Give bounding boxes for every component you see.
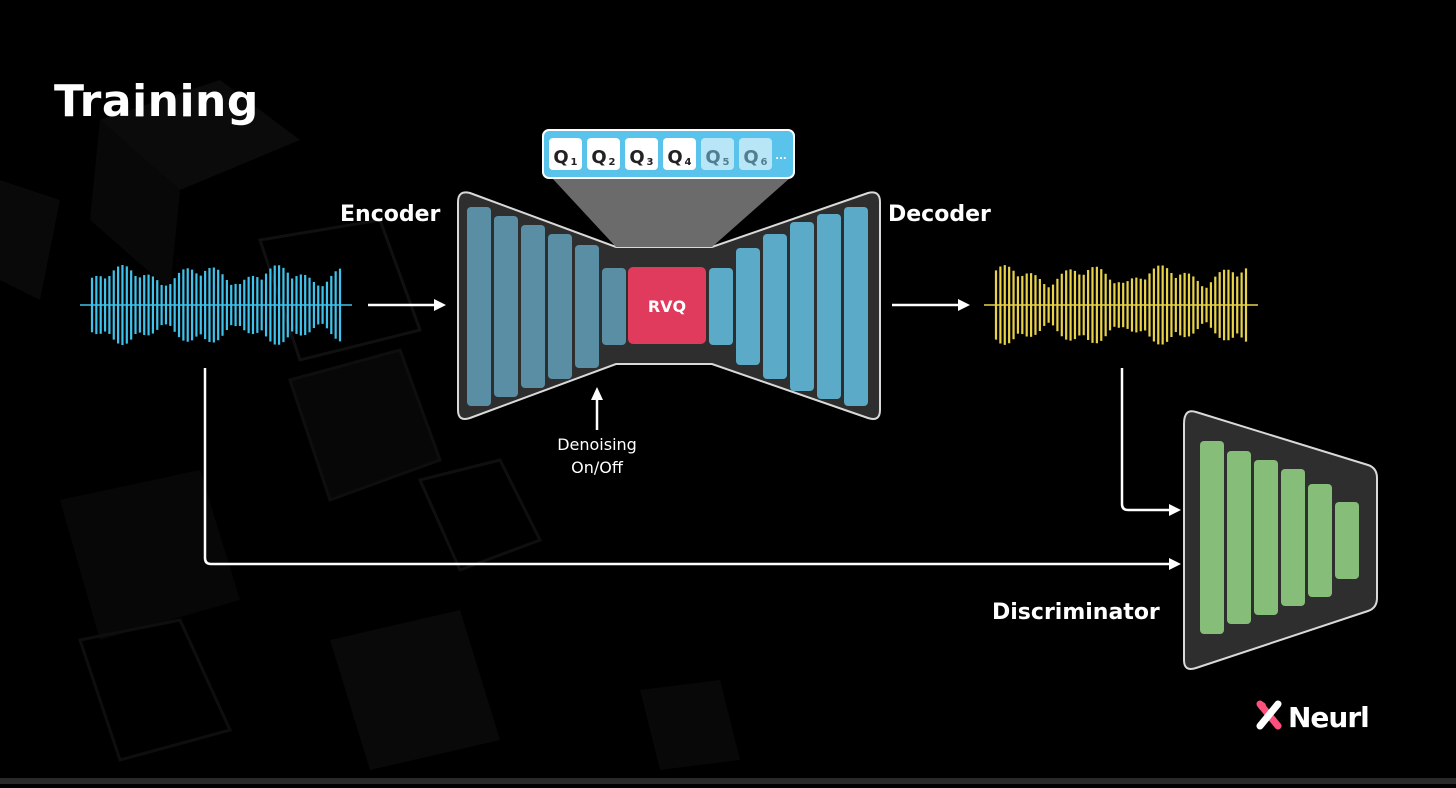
decoder-layer xyxy=(817,214,841,399)
rvq-block xyxy=(628,267,706,344)
arrow-generated-to-discriminator xyxy=(1120,368,1170,512)
codebook-tile xyxy=(701,138,734,170)
codebook-subscript: 4 xyxy=(685,157,692,168)
rvq-label: RVQ xyxy=(648,297,686,316)
arrowhead-real xyxy=(1169,558,1181,570)
codebook-subscript: 2 xyxy=(609,157,616,168)
codebook-tile xyxy=(663,138,696,170)
codebook-letter: Q xyxy=(629,147,644,168)
arrow-real-to-discriminator xyxy=(203,368,1170,566)
decoder-layer xyxy=(709,268,733,345)
codebook-subscript: 5 xyxy=(723,157,730,168)
encoder-layer xyxy=(467,207,491,406)
codebook-subscript: 6 xyxy=(761,157,768,168)
decoder-layers xyxy=(709,207,868,406)
encoder-layer xyxy=(494,216,518,397)
arrowhead-generated xyxy=(1169,504,1181,516)
encoder-layer xyxy=(548,234,572,379)
codebook-tile xyxy=(587,138,620,170)
encoder-layers xyxy=(467,207,626,406)
codebook-tile xyxy=(739,138,772,170)
encoder-label: Encoder xyxy=(340,202,441,227)
codebook-letter: Q xyxy=(667,147,682,168)
output-waveform xyxy=(984,265,1258,345)
neurl-mark-icon xyxy=(1256,700,1282,730)
codebook-subscript: 3 xyxy=(647,157,654,168)
input-waveform xyxy=(80,265,352,345)
arrowhead-encoder xyxy=(434,299,446,311)
discriminator-layer xyxy=(1200,441,1224,634)
bottom-border xyxy=(0,778,1456,784)
encoder-layer xyxy=(575,245,599,368)
discriminator-layer xyxy=(1254,460,1278,615)
discriminator-layers xyxy=(1200,441,1359,634)
denoising-note: Denoising On/Off xyxy=(540,433,654,479)
codebook-letter: Q xyxy=(591,147,606,168)
decoder-layer xyxy=(844,207,868,406)
brand-name: Neurl xyxy=(1288,701,1369,734)
arrowhead-denoising xyxy=(591,387,603,400)
discriminator-layer xyxy=(1335,502,1359,579)
encoder-layer xyxy=(521,225,545,388)
decoder-label: Decoder xyxy=(888,202,991,227)
discriminator-layer xyxy=(1227,451,1251,624)
neurl-logo: Neurl xyxy=(1256,700,1370,734)
discriminator-layer xyxy=(1308,484,1332,597)
codebook-subscript: 1 xyxy=(571,157,578,168)
codebook-ellipsis: ... xyxy=(775,151,786,162)
denoising-line-2: On/Off xyxy=(571,458,623,477)
codebook-tile xyxy=(625,138,658,170)
codebook-letter: Q xyxy=(553,147,568,168)
discriminator-layer xyxy=(1281,469,1305,606)
background-cubes xyxy=(0,80,740,770)
codebook-tile xyxy=(549,138,582,170)
encoder-layer xyxy=(602,268,626,345)
denoising-line-1: Denoising xyxy=(557,435,637,454)
discriminator-label: Discriminator xyxy=(992,600,1160,625)
decoder-layer xyxy=(763,234,787,379)
arrowhead-output xyxy=(958,299,970,311)
codebook-letter: Q xyxy=(743,147,758,168)
codebook-letter: Q xyxy=(705,147,720,168)
arrows xyxy=(203,299,1181,570)
decoder-layer xyxy=(790,222,814,391)
codebook-projection xyxy=(552,178,790,247)
decoder-layer xyxy=(736,248,760,365)
page-title: Training xyxy=(54,76,259,127)
